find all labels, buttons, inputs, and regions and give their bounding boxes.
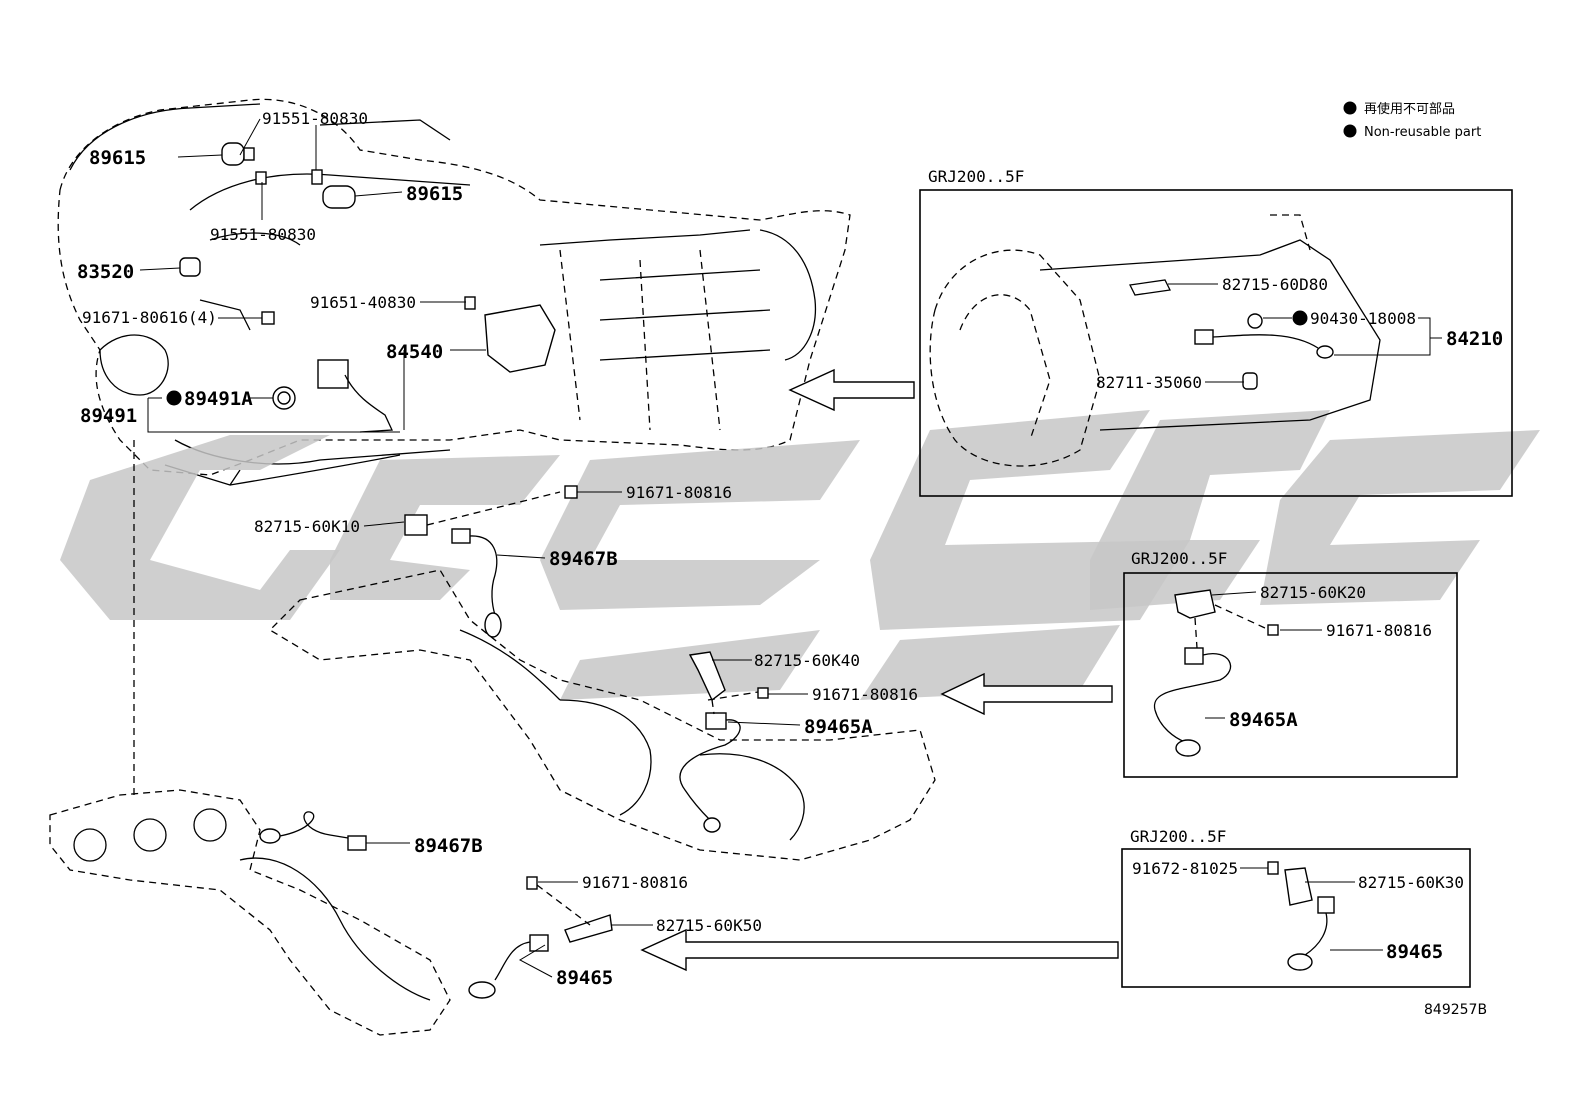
label-91671-80816-b: 91671-80816 (812, 685, 918, 704)
leader-lines (139, 118, 1442, 978)
label-89467b-a: 89467B (549, 548, 618, 570)
label-82715-60d80: 82715-60D80 (1222, 275, 1328, 294)
arrow-left-icon (640, 928, 1119, 972)
label-91671-80816-d: 91671-80816 (1326, 621, 1432, 640)
label-91651-40830: 91651-40830 (310, 293, 416, 312)
gcsc-watermark (60, 410, 1540, 700)
label-89465a-a: 89465A (804, 716, 873, 738)
label-89465-b: 89465 (1386, 941, 1443, 963)
non-reusable-dot-icon (1343, 101, 1357, 115)
label-91671-80816-c: 91671-80816 (582, 873, 688, 892)
figure-code: 849257B (1424, 1002, 1487, 1018)
label-91551-80830-a: 91551-80830 (262, 109, 368, 128)
label-89615-a: 89615 (89, 147, 146, 169)
label-91671-80616: 91671-80616(4) (82, 308, 217, 327)
label-89467b-b: 89467B (414, 835, 483, 857)
label-91671-80816-a: 91671-80816 (626, 483, 732, 502)
label-82715-60k20: 82715-60K20 (1260, 583, 1366, 602)
label-82711-35060: 82711-35060 (1096, 373, 1202, 392)
manifold-outline (49, 789, 613, 1036)
box-title: GRJ200..5F (1131, 549, 1227, 568)
label-82715-60k30: 82715-60K30 (1358, 873, 1464, 892)
legend: 再使用不可部品 Non-reusable part (1343, 101, 1481, 140)
non-reusable-dot-icon (166, 390, 182, 406)
box-grj200-bot: GRJ200..5F (1121, 827, 1471, 988)
part-labels: 91551-80830 89615 89615 91551-80830 8352… (77, 109, 1503, 1018)
label-91672-81025: 91672-81025 (1132, 859, 1238, 878)
label-84540: 84540 (386, 341, 443, 363)
box-grj200-top: GRJ200..5F (919, 167, 1513, 497)
engine-parts (179, 142, 556, 433)
label-89491a: 89491A (184, 388, 253, 410)
non-reusable-dot-icon (1292, 310, 1308, 326)
engine-transmission-outline (57, 98, 851, 486)
label-84210: 84210 (1446, 328, 1503, 350)
box-title: GRJ200..5F (1130, 827, 1226, 846)
label-83520: 83520 (77, 261, 134, 283)
label-89615-b: 89615 (406, 183, 463, 205)
label-82715-60k40: 82715-60K40 (754, 651, 860, 670)
legend-jp: 再使用不可部品 (1364, 101, 1455, 117)
label-90430-18008: 90430-18008 (1310, 309, 1416, 328)
box-grj200-mid: GRJ200..5F (1123, 549, 1458, 778)
label-89465a-b: 89465A (1229, 709, 1298, 731)
arrow-left-icon (940, 672, 1113, 716)
box-title: GRJ200..5F (928, 167, 1024, 186)
label-82715-60k50: 82715-60K50 (656, 916, 762, 935)
label-89465-a: 89465 (556, 967, 613, 989)
label-89491: 89491 (80, 405, 137, 427)
legend-en: Non-reusable part (1364, 125, 1481, 140)
non-reusable-dot-icon (1343, 124, 1357, 138)
arrow-left-icon (788, 368, 915, 412)
label-91551-80830-b: 91551-80830 (210, 225, 316, 244)
pointer-arrows (640, 368, 1119, 972)
label-82715-60k10: 82715-60K10 (254, 517, 360, 536)
exhaust-outline (268, 485, 936, 861)
